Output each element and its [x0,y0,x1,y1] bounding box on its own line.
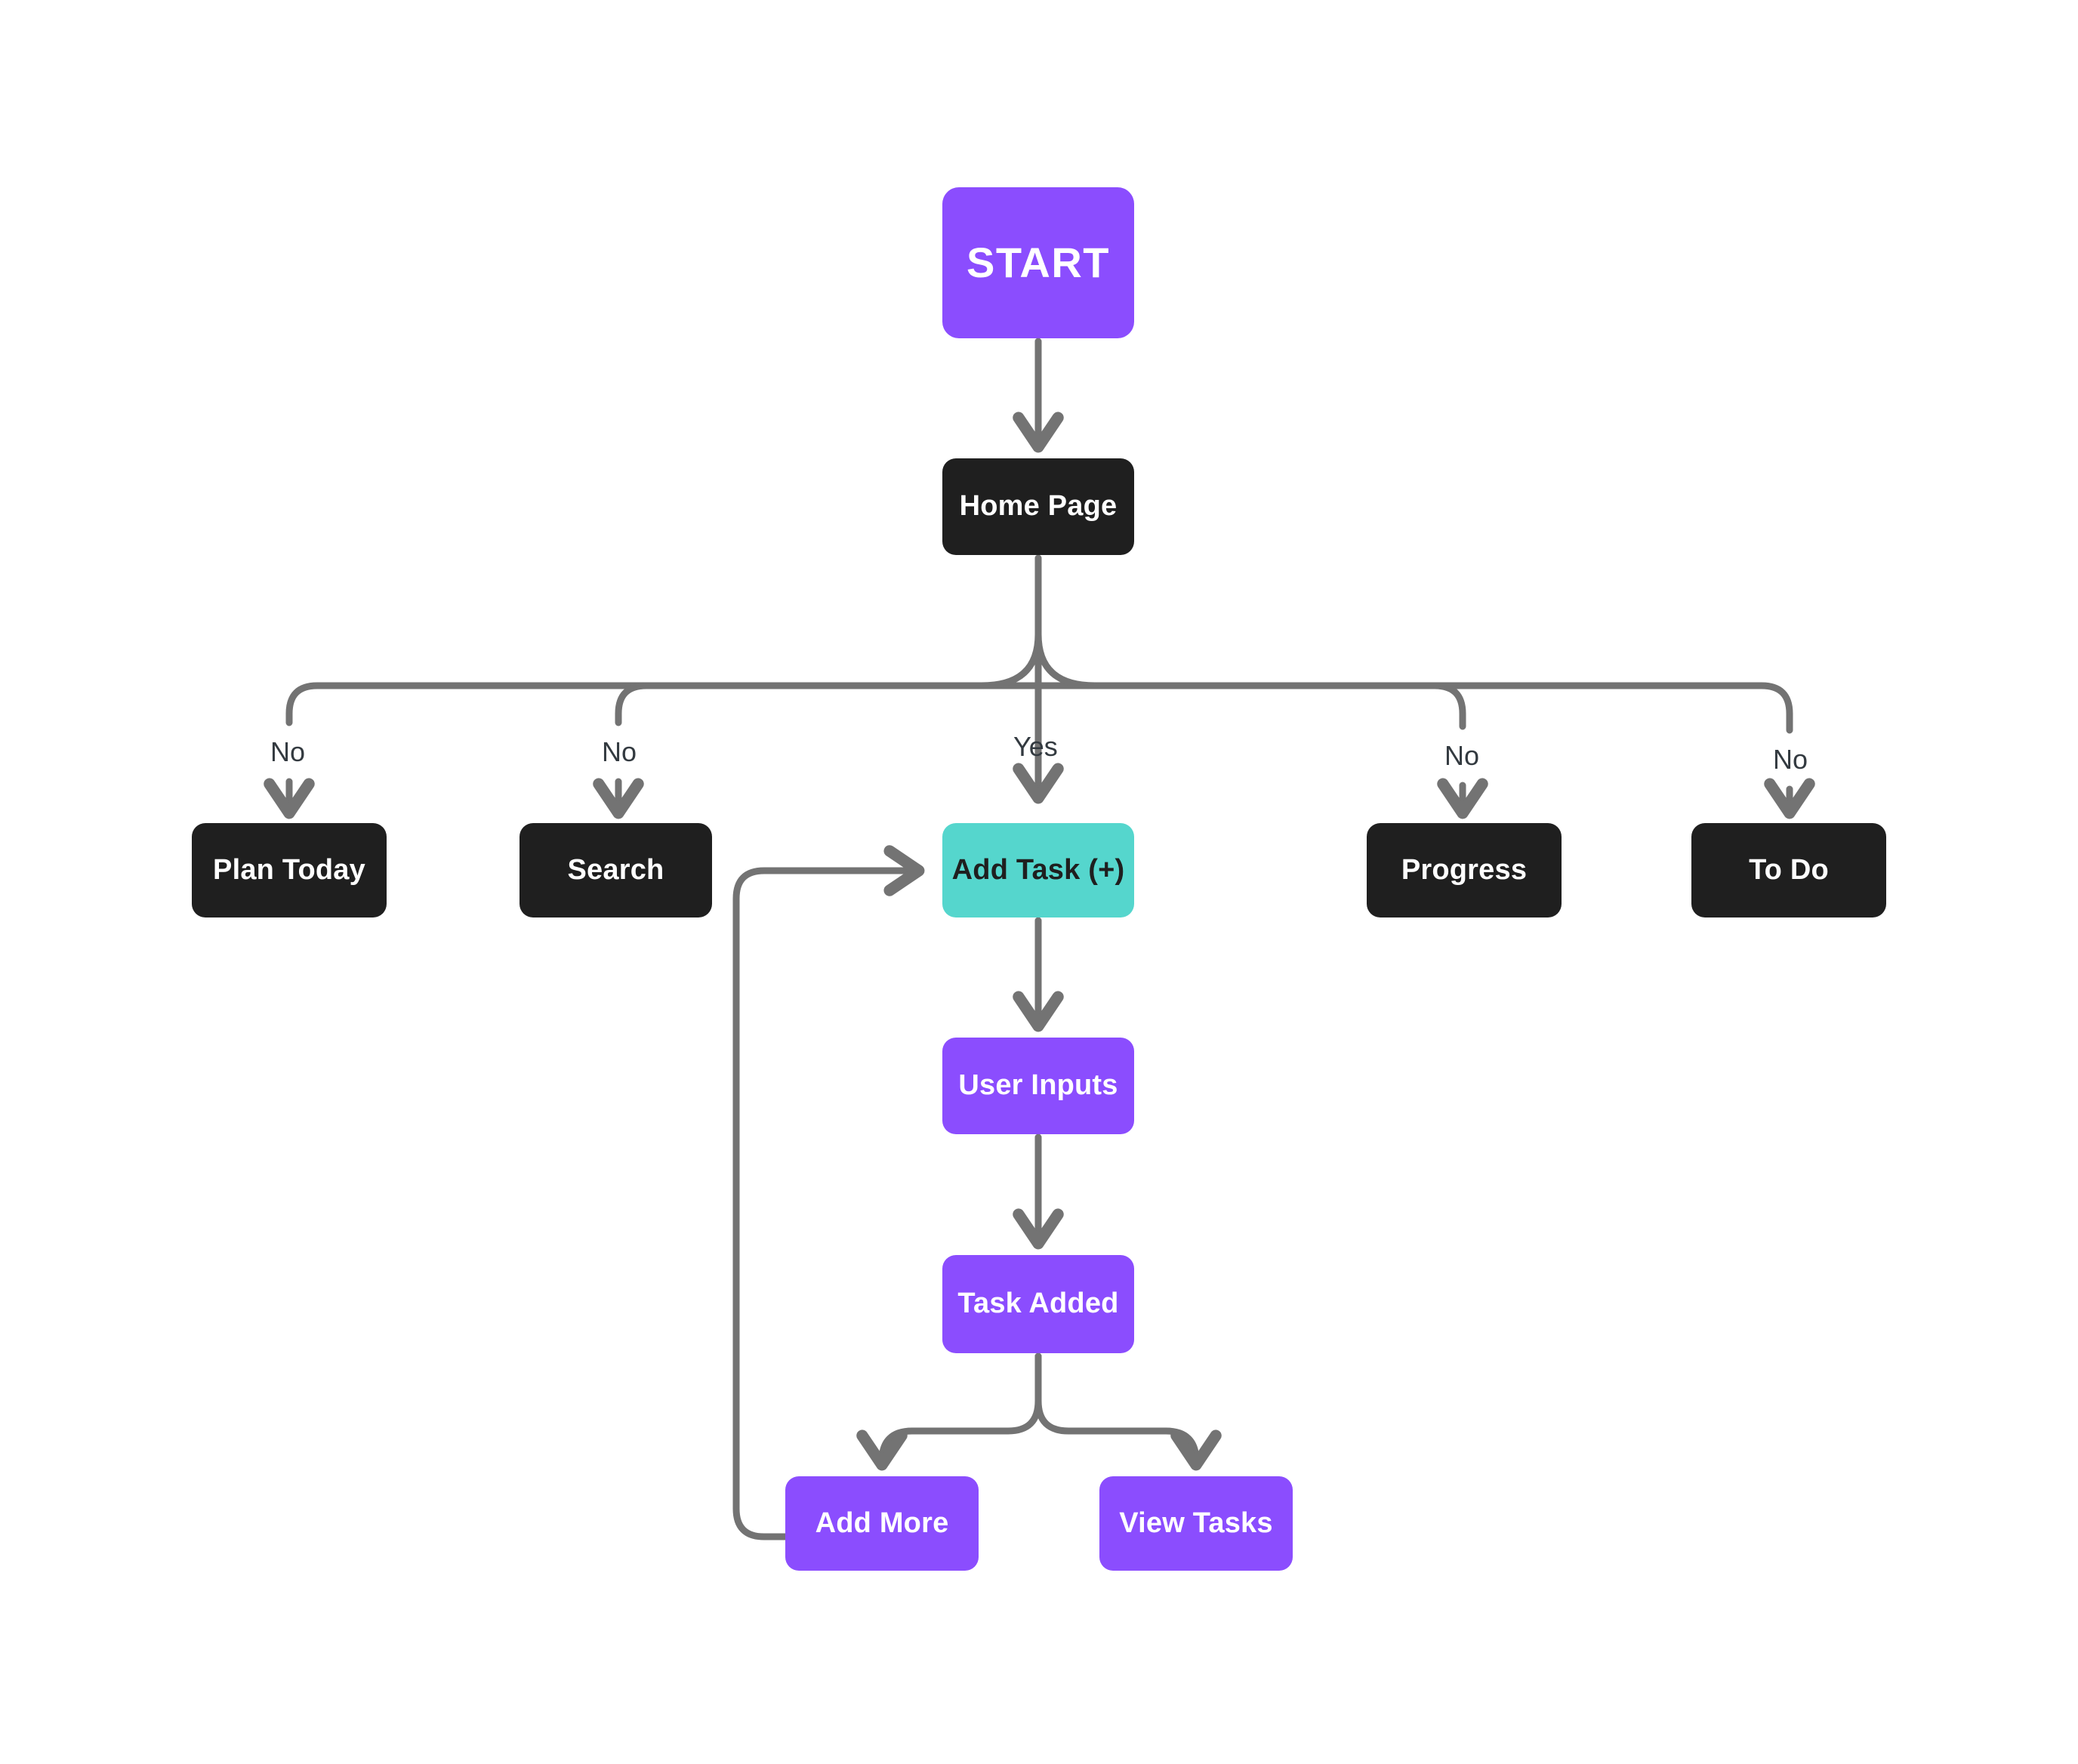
node-task-added[interactable]: Task Added [942,1255,1134,1353]
node-user-inputs-label: User Inputs [958,1069,1118,1102]
edge-bus-right-2 [1034,682,1793,734]
edge-label-no-progress: No [1444,740,1480,771]
edge-label-yes-add-task: Yes [1013,731,1058,762]
edge-bus-fillet-left [978,631,1042,689]
node-progress-label: Progress [1401,853,1528,886]
edge-label-no-plan-today: No [270,736,306,767]
edge-bus-left-2 [615,682,1042,726]
node-add-more[interactable]: Add More [785,1476,979,1571]
node-progress[interactable]: Progress [1367,823,1562,917]
node-search-label: Search [567,853,664,886]
edge-bus-left [285,682,1042,726]
edge-label-no-search: No [602,736,637,767]
node-plan-today-label: Plan Today [213,853,365,886]
edge-taskadded-to-addmore [856,1352,1042,1471]
node-start-label: START [967,238,1110,286]
edge-addmore-to-addtask [732,845,925,1540]
node-to-do-label: To Do [1749,853,1829,886]
node-user-inputs[interactable]: User Inputs [942,1038,1134,1134]
node-to-do[interactable]: To Do [1691,823,1886,917]
edge-label-no-to-do: No [1773,744,1808,775]
node-task-added-label: Task Added [957,1288,1119,1320]
edge-taskadded-to-viewtasks [1034,1352,1222,1471]
edge-bus-fillet-right [1034,631,1099,689]
node-view-tasks[interactable]: View Tasks [1099,1476,1293,1571]
node-home-page-label: Home Page [959,490,1118,523]
node-search[interactable]: Search [520,823,712,917]
node-add-task-label: Add Task (+) [951,853,1125,886]
node-plan-today[interactable]: Plan Today [192,823,387,917]
node-view-tasks-label: View Tasks [1119,1506,1273,1539]
edge-bus-right [1034,682,1466,730]
node-start[interactable]: START [942,187,1134,338]
node-home-page[interactable]: Home Page [942,458,1134,555]
node-add-more-label: Add More [815,1506,949,1539]
node-add-task[interactable]: Add Task (+) [942,823,1134,917]
